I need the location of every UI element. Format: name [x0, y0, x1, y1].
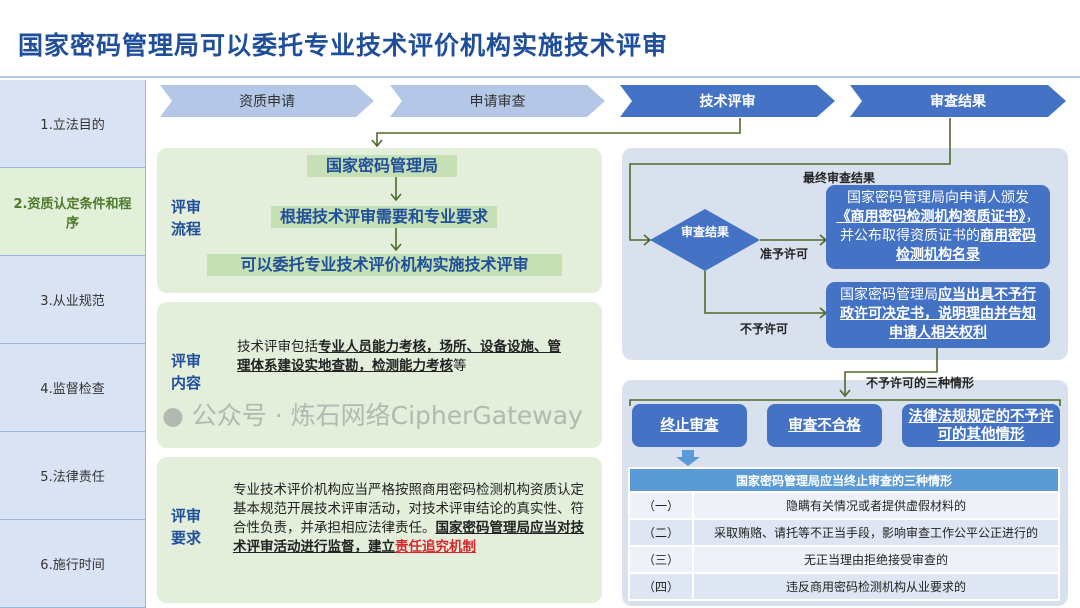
- process-box: 国家密码管理局: [307, 155, 457, 177]
- sidebar-item-supervision[interactable]: 4.监督检查: [0, 344, 146, 432]
- sidebar-item-effective-date[interactable]: 6.施行时间: [0, 520, 146, 608]
- case-other: 法律法规规定的不予许可的其他情形: [902, 404, 1060, 447]
- table-header: 国家密码管理局应当终止审查的三种情形: [628, 467, 1060, 493]
- content-text: 技术评审包括专业人员能力考核，场所、设备设施、管理体系建设实地查勘，检测能力考核…: [237, 339, 561, 374]
- process-box: 根据技术评审需要和专业要求: [271, 206, 497, 228]
- sidebar-item-practice[interactable]: 3.从业规范: [0, 256, 146, 344]
- connector-line: [760, 234, 828, 246]
- case-terminate: 终止审查: [632, 404, 747, 447]
- final-result-label: 最终审查结果: [803, 171, 876, 185]
- arrow-head: [371, 139, 383, 148]
- down-arrow-icon: [676, 450, 700, 466]
- result-diamond: [650, 209, 760, 271]
- watermark: ● 公众号 · 炼石网络CipherGateway: [162, 401, 583, 430]
- wechat-icon: ●: [162, 401, 184, 430]
- step-technical-review: 技术评审: [620, 85, 835, 117]
- arrow-head: [390, 228, 402, 252]
- table-row: （三）无正当理由拒绝接受审查的: [628, 545, 1060, 574]
- title-divider: [0, 76, 1080, 78]
- termination-table: 国家密码管理局应当终止审查的三种情形 （一）隐瞒有关情况或者提供虚假材料的 （二…: [628, 467, 1060, 601]
- table-row: （四）违反商用密码检测机构从业要求的: [628, 572, 1060, 601]
- sidebar-item-purpose[interactable]: 1.立法目的: [0, 80, 146, 168]
- connector-line: [376, 118, 741, 146]
- table-row: （一）隐瞒有关情况或者提供虚假材料的: [628, 491, 1060, 520]
- step-result: 审查结果: [850, 85, 1066, 117]
- connector-line: [839, 345, 938, 398]
- deny-box: 国家密码管理局应当出具不予行政许可决定书，说明理由并告知申请人相关权利: [826, 282, 1050, 348]
- sidebar-item-liability[interactable]: 5.法律责任: [0, 432, 146, 520]
- deny-label: 不予许可: [740, 322, 789, 336]
- approve-label: 准予许可: [760, 247, 809, 261]
- sidebar-item-label: 6.施行时间: [40, 558, 105, 573]
- requirement-panel: 评审要求 专业技术评价机构应当严格按照商用密码检测机构资质认定基本规范开展技术评…: [157, 457, 602, 603]
- approve-box: 国家密码管理局向申请人颁发《商用密码检测机构资质证书》，并公布取得资质证书的商用…: [826, 185, 1050, 269]
- arrow-head: [390, 177, 402, 202]
- sidebar-item-label: 3.从业规范: [40, 294, 105, 309]
- step-review: 申请审查: [390, 85, 605, 117]
- sidebar-item-label: 2.资质认定条件和程序: [13, 196, 132, 231]
- process-panel: 评审流程 国家密码管理局 根据技术评审需要和专业要求 可以委托专业技术评价机构实…: [157, 148, 602, 293]
- sidebar-item-qualification[interactable]: 2.资质认定条件和程序: [0, 168, 146, 256]
- bracket-line: [629, 399, 1061, 406]
- table-row: （二）采取贿赂、请托等不正当手段，影响审查工作公平公正进行的: [628, 518, 1060, 547]
- sidebar-item-label: 4.监督检查: [40, 382, 105, 397]
- page-title: 国家密码管理局可以委托专业技术评价机构实施技术评审: [18, 31, 669, 60]
- requirement-text: 专业技术评价机构应当严格按照商用密码检测机构资质认定基本规范开展技术评审活动，对…: [233, 482, 584, 555]
- connector-line: [704, 271, 828, 319]
- content-label: 评审内容: [171, 352, 202, 392]
- content-panel: 评审内容 技术评审包括专业人员能力考核，场所、设备设施、管理体系建设实地查勘，检…: [157, 302, 602, 448]
- sidebar-item-label: 1.立法目的: [40, 118, 105, 133]
- process-box: 可以委托专业技术评价机构实施技术评审: [207, 254, 562, 276]
- diamond-label: 审查结果: [680, 225, 729, 239]
- deny-cases-label: 不予许可的三种情形: [866, 376, 975, 390]
- sidebar-item-label: 5.法律责任: [40, 470, 105, 485]
- step-application: 资质申请: [160, 85, 374, 117]
- process-label: 评审流程: [171, 198, 202, 238]
- requirement-label: 评审要求: [171, 507, 202, 547]
- case-unqualified: 审查不合格: [767, 404, 882, 447]
